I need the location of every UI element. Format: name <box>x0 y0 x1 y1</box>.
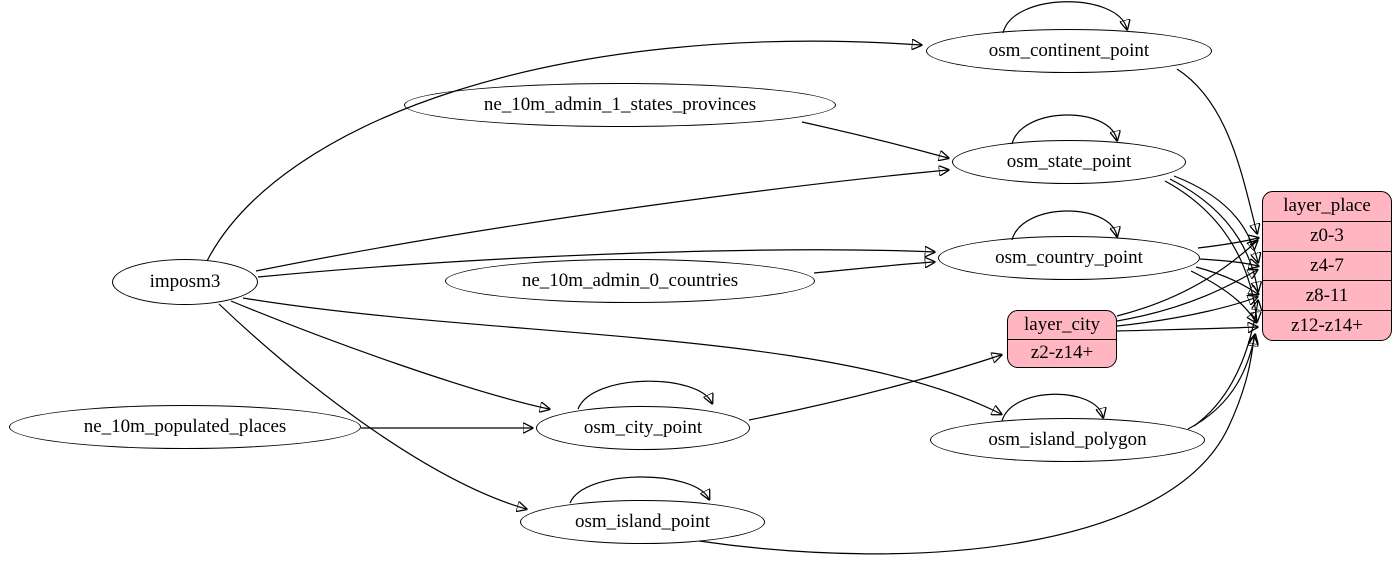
node-osm-continent-point: osm_continent_point <box>926 29 1212 73</box>
node-osm-city-point: osm_city_point <box>536 406 750 450</box>
edge-layer-city-to-layer-place-z4-7 <box>1116 270 1257 322</box>
record-layer-place: layer_place z0-3 z4-7 z8-11 z12-z14+ <box>1262 191 1392 341</box>
node-imposm3: imposm3 <box>112 259 258 305</box>
edge-imposm3-to-osm-island-polygon <box>242 297 1001 414</box>
node-ne-10m-populated-places-label: ne_10m_populated_places <box>83 416 287 437</box>
node-ne-10m-admin-0-countries: ne_10m_admin_0_countries <box>445 259 815 303</box>
edge-ne-10m-admin-0-countries-to-osm-country-point <box>813 262 934 274</box>
node-osm-state-point: osm_state_point <box>952 140 1186 184</box>
edge-ne-10m-admin-1-states-provinces-to-osm-state-point <box>801 121 948 158</box>
edge-imposm3-to-osm-continent-point <box>206 41 921 262</box>
record-layer-city-row-z2-z14: z2-z14+ <box>1008 338 1116 368</box>
edge-osm-city-point-self-loop <box>577 380 712 410</box>
edge-osm-country-point-to-layer-place-z0-3 <box>1197 238 1258 249</box>
node-osm-country-point-label: osm_country_point <box>995 247 1143 268</box>
edge-osm-state-point-to-layer-place-z8-11 <box>1169 178 1258 291</box>
node-osm-island-polygon: osm_island_polygon <box>930 418 1205 462</box>
node-osm-state-point-label: osm_state_point <box>1006 151 1132 172</box>
record-layer-place-row-z12-z14: z12-z14+ <box>1263 310 1391 340</box>
edge-layer-city-to-layer-place-z12-z14 <box>1116 327 1257 331</box>
node-ne-10m-admin-1-states-provinces-label: ne_10m_admin_1_states_provinces <box>483 94 757 115</box>
edge-osm-island-polygon-to-layer-place-z8-11 <box>1193 301 1258 427</box>
edge-osm-country-point-to-layer-place-z12-z14 <box>1190 270 1256 322</box>
record-layer-place-row-z0-3: z0-3 <box>1263 220 1391 251</box>
node-osm-island-point: osm_island_point <box>520 500 765 544</box>
record-layer-place-title: layer_place <box>1283 195 1371 217</box>
edge-layer-city-to-layer-place-z8-11 <box>1116 297 1257 327</box>
node-osm-island-point-label: osm_island_point <box>574 511 711 532</box>
edge-osm-island-polygon-to-layer-place-z12-z14 <box>1187 335 1255 430</box>
edge-osm-city-point-to-layer-city-z2-z14 <box>748 355 1001 421</box>
record-layer-city-title: layer_city <box>1024 313 1100 335</box>
node-osm-country-point: osm_country_point <box>938 236 1200 280</box>
node-imposm3-label: imposm3 <box>149 271 221 292</box>
node-osm-island-polygon-label: osm_island_polygon <box>988 429 1147 450</box>
node-osm-city-point-label: osm_city_point <box>583 417 703 438</box>
edge-osm-country-point-to-layer-place-z8-11 <box>1195 266 1258 294</box>
node-osm-continent-point-label: osm_continent_point <box>988 40 1150 61</box>
node-ne-10m-admin-0-countries-label: ne_10m_admin_0_countries <box>521 270 739 291</box>
node-ne-10m-admin-1-states-provinces: ne_10m_admin_1_states_provinces <box>404 83 836 127</box>
record-layer-city: layer_city z2-z14+ <box>1007 310 1117 368</box>
node-ne-10m-populated-places: ne_10m_populated_places <box>9 405 361 449</box>
record-layer-place-row-z4-7: z4-7 <box>1263 250 1391 281</box>
edge-imposm3-to-osm-city-point <box>230 300 549 409</box>
edge-osm-country-point-to-layer-place-z4-7 <box>1199 258 1258 266</box>
edge-imposm3-to-osm-state-point <box>255 170 948 272</box>
record-layer-place-row-z8-11: z8-11 <box>1263 280 1391 310</box>
edge-osm-island-polygon-self-loop <box>1001 393 1103 422</box>
edge-osm-continent-point-to-layer-place-z0-3 <box>1176 68 1257 233</box>
